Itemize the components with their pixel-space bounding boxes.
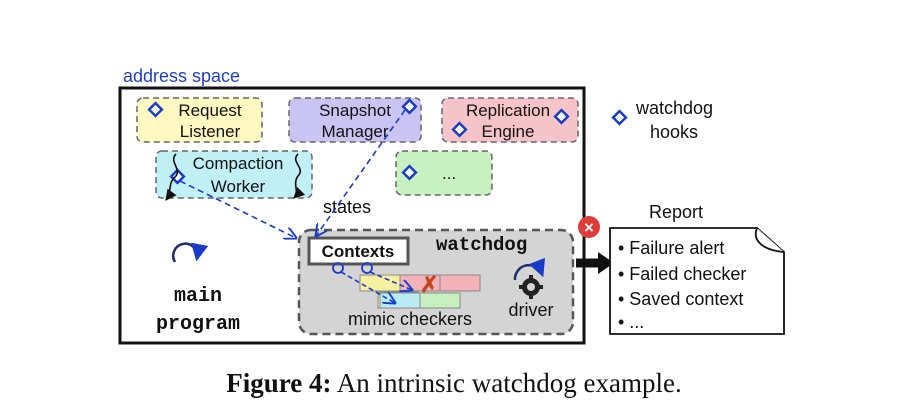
error-mark: ×	[584, 218, 594, 237]
replication-engine-label-line2: Engine	[482, 122, 535, 141]
compaction-worker-label-line1: Compaction	[193, 154, 284, 173]
hook-icon	[451, 121, 468, 138]
hooks-legend-label-line1: watchdog	[635, 98, 713, 118]
checker-fail-mark: ✗	[420, 272, 438, 297]
report-item: • Failure alert	[618, 238, 724, 258]
checker-block	[379, 292, 421, 309]
main-loop-icon	[172, 242, 209, 263]
hooks-legend-label-line2: hooks	[650, 122, 698, 142]
driver-loop-icon	[513, 257, 545, 281]
figure-caption: Figure 4: An intrinsic watchdog example.	[226, 368, 681, 398]
state-capture-arrow	[316, 109, 406, 236]
hook-legend-icon	[611, 109, 628, 126]
report-item: • ...	[618, 312, 644, 332]
caption-label: Figure 4:	[226, 368, 331, 398]
more-components-label: ...	[442, 164, 456, 183]
main-program-label-line2: program	[156, 313, 240, 336]
request-listener-box: Request Listener	[136, 97, 263, 143]
mimic-checkers-label: mimic checkers	[348, 309, 472, 329]
contexts-box	[307, 236, 410, 266]
checker-block	[419, 292, 461, 309]
replication-engine-box: Replication Engine	[441, 97, 579, 143]
address-space-label: address space	[123, 66, 240, 86]
report-title: Report	[649, 202, 703, 222]
thread-squiggle	[293, 153, 306, 199]
snapshot-manager-box: Snapshot Manager	[288, 97, 422, 143]
report-item: • Saved context	[618, 289, 743, 309]
compaction-worker-box: Compaction Worker	[155, 150, 313, 199]
hook-icon	[553, 108, 570, 125]
report-arrowhead	[598, 252, 614, 274]
context-lens-icon	[332, 262, 344, 274]
states-label: states	[323, 197, 371, 217]
request-listener-label-line2: Listener	[180, 122, 241, 141]
snapshot-manager-label-line1: Snapshot	[319, 101, 391, 120]
error-icon	[578, 216, 600, 238]
context-arrow	[340, 271, 395, 303]
gear-icon	[519, 275, 543, 299]
hook-icon	[401, 164, 418, 181]
contexts-label: Contexts	[322, 242, 395, 261]
caption-text: An intrinsic watchdog example.	[332, 368, 682, 398]
report-item: • Failed checker	[618, 264, 746, 284]
checker-block	[439, 274, 481, 292]
replication-engine-label-line1: Replication	[466, 101, 550, 120]
state-capture-arrow	[179, 180, 296, 238]
watchdog-title: watchdog	[436, 234, 527, 256]
report-document	[609, 227, 785, 335]
context-lens-icon	[361, 262, 373, 274]
driver-label: driver	[508, 300, 553, 320]
compaction-worker-label-line2: Worker	[211, 177, 266, 196]
thread-squiggle	[165, 153, 179, 201]
more-components-box: ...	[395, 150, 493, 196]
hook-icon	[147, 101, 164, 118]
hook-icon	[169, 168, 186, 185]
main-program-label-line1: main	[174, 285, 222, 308]
snapshot-manager-label-line2: Manager	[321, 122, 388, 141]
request-listener-label-line1: Request	[178, 101, 242, 120]
hook-icon	[401, 98, 418, 115]
